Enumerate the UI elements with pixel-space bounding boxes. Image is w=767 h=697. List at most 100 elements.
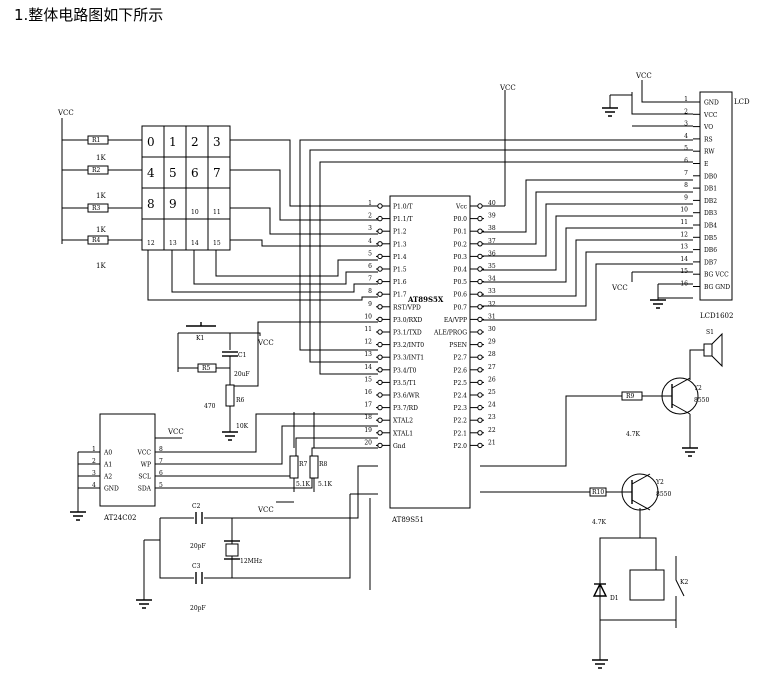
mcu-left-pin-terminal	[377, 417, 383, 423]
eeprom-right-pin-number: 5	[159, 482, 163, 489]
mcu-right-pin-number: 22	[488, 427, 496, 434]
mcu-left-pin-terminal	[377, 215, 383, 222]
mcu-left-pin-label: P3.3/INT1	[393, 355, 424, 362]
mcu-left-pin-label: P3.5/T1	[393, 380, 416, 387]
reset-r6-label: R6	[236, 397, 245, 404]
mcu-right-pin-number: 37	[488, 238, 496, 245]
mcu-right-pin-number: 34	[488, 276, 496, 283]
mcu-right-pin-terminal	[477, 316, 483, 323]
speaker-transistor-label: Y2	[693, 385, 702, 392]
lcd-pin-number: 5	[684, 145, 688, 152]
resistor-r4-label: R4	[92, 237, 101, 244]
mcu-left-pin-number: 2	[368, 213, 372, 220]
mcu-chip: AT89S5X AT89S51 P1.0/T1P1.1/T2P1.23P1.34…	[364, 195, 496, 524]
mcu-right-pin-terminal	[477, 253, 483, 260]
ground-symbols	[70, 107, 698, 669]
reset-r5-label: R5	[202, 365, 211, 372]
lcd-pin-number: 12	[680, 231, 688, 238]
mcu-left-pin-number: 6	[368, 263, 372, 270]
mcu-right-pin-label: P0.0	[453, 216, 467, 223]
mcu-left-pin-number: 3	[368, 225, 372, 232]
pullup-r7-label: R7	[299, 461, 308, 468]
mcu-right-pin-number: 25	[488, 389, 496, 396]
lcd-name: LCD1602	[700, 312, 733, 320]
lcd-pin-label: RS	[704, 136, 713, 143]
eeprom-left-pin-label: GND	[104, 486, 119, 493]
lcd-pin-number: 4	[684, 133, 688, 140]
speaker-r9-label: R9	[626, 393, 635, 400]
speaker-driver: R9 4.7K Y2 8550 S1	[621, 329, 723, 438]
speaker-r9-value: 4.7K	[626, 431, 641, 438]
lcd-pin-number: 15	[680, 268, 688, 275]
mcu-right-pin-label: ALE/PROG	[433, 330, 467, 337]
lcd-pin-number: 9	[684, 194, 688, 201]
lcd-pin-number: 8	[684, 182, 688, 189]
mcu-right-pin-terminal	[477, 367, 483, 373]
resistor-r2-label: R2	[92, 167, 101, 174]
mcu-right-pin-terminal	[477, 304, 483, 310]
mcu-right-pin-number: 40	[488, 200, 496, 207]
mcu-left-pin-label: P1.2	[393, 229, 407, 236]
lcd-pin-label: DB2	[704, 198, 717, 205]
mcu-left-pin-number: 14	[364, 364, 372, 371]
keypad-key-5: 5	[169, 166, 177, 180]
mcu-right-pin-terminal	[477, 417, 483, 423]
pullup-r7-value: 5.1K	[296, 481, 311, 488]
mcu-left-pin-label: P3.6/WR	[393, 393, 420, 400]
eeprom-left-pin-number: 2	[92, 458, 96, 465]
mcu-left-pin-label: P1.0/T	[393, 204, 413, 211]
speaker-transistor-value: 8550	[694, 397, 709, 404]
mcu-left-pin-label: P3.7/RD	[393, 405, 418, 412]
vcc-label-lcd-bg: VCC	[611, 284, 628, 292]
lcd-pin-label: DB4	[704, 223, 717, 230]
mcu-left-pin-number: 19	[364, 427, 372, 434]
mcu-right-pin-label: P0.1	[453, 229, 467, 236]
mcu-right-pin-terminal	[477, 228, 483, 234]
wiring	[61, 80, 704, 660]
speaker-label: S1	[706, 329, 714, 336]
mcu-left-pin-number: 10	[364, 313, 372, 320]
keypad-key-11: 11	[213, 209, 221, 216]
mcu-right-pin-label: P2.1	[453, 430, 467, 437]
mcu-left-pin-terminal	[377, 278, 383, 285]
mcu-left-pin-number: 11	[364, 326, 372, 333]
eeprom-right-pin-number: 7	[159, 458, 163, 465]
mcu-left-pin-terminal	[377, 367, 383, 373]
mcu-right-pin-terminal	[477, 354, 483, 360]
lcd-pin-label: DB5	[704, 235, 717, 242]
mcu-right-pin-label: P2.4	[453, 393, 467, 400]
mcu-right-pin-terminal	[477, 341, 483, 348]
crystal-c3-label: C3	[192, 563, 201, 570]
mcu-left-pin-number: 20	[364, 439, 372, 446]
mcu-left-pin-terminal	[377, 329, 383, 335]
eeprom-right-pin-number: 6	[159, 470, 163, 477]
mcu-left-pin-number: 8	[368, 288, 372, 295]
mcu-left-pin-label: P3.1/TXD	[393, 330, 422, 337]
lcd-pin-number: 2	[684, 108, 688, 115]
mcu-right-pin-terminal	[477, 430, 483, 436]
reset-cap-value: 20uF	[234, 371, 250, 378]
mcu-left-pin-label: RST/VPD	[393, 304, 421, 311]
keypad-key-3: 3	[213, 135, 221, 149]
lcd-pin-label: E	[704, 161, 708, 168]
crystal-c2-label: C2	[192, 503, 201, 510]
mcu-left-pin-label: P1.6	[393, 279, 407, 286]
mcu-right-pin-number: 31	[488, 313, 496, 320]
eeprom-left-pin-number: 1	[92, 446, 96, 453]
lcd-pin-number: 14	[680, 256, 688, 263]
lcd-pin-number: 13	[680, 244, 688, 251]
reset-switch-label: K1	[196, 335, 204, 342]
mcu-left-pin-label: P1.1/T	[393, 216, 413, 223]
resistor-r3-value: 1K	[96, 226, 106, 234]
mcu-right-pin-terminal	[477, 442, 483, 449]
keypad-key-10: 10	[191, 209, 199, 216]
mcu-left-pin-terminal	[377, 241, 383, 247]
mcu-right-pin-terminal	[477, 329, 483, 335]
mcu-right-pin-label: P0.4	[453, 267, 467, 274]
relay-driver: R10 4.7K Y2 8550 D1 K2	[589, 473, 688, 602]
lcd-pin-label: DB1	[704, 186, 717, 193]
mcu-left-pin-number: 9	[368, 301, 372, 308]
